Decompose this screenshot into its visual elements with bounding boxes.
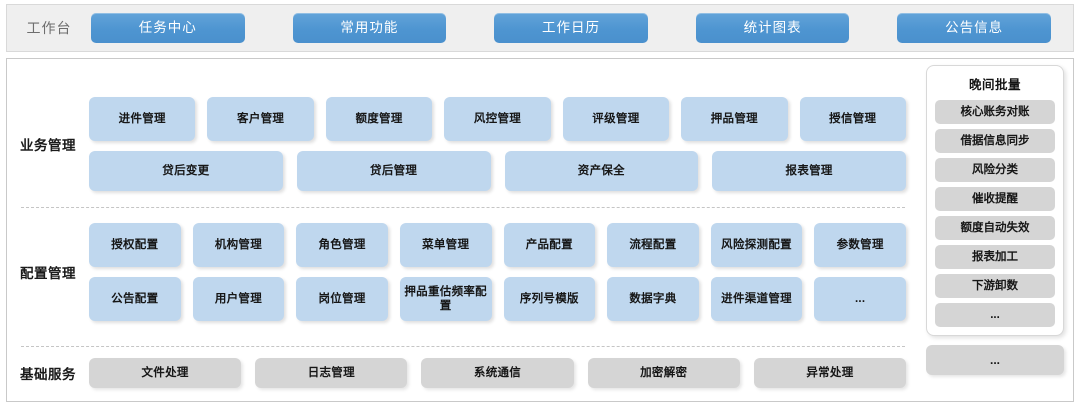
card-report-management[interactable]: 报表管理 [712, 151, 906, 191]
tab-announcements[interactable]: 公告信息 [897, 13, 1051, 43]
card-menu-management[interactable]: 菜单管理 [399, 223, 492, 267]
card-file-processing[interactable]: 文件处理 [89, 358, 242, 388]
card-customer-management[interactable]: 客户管理 [207, 97, 314, 141]
card-log-management[interactable]: 日志管理 [255, 358, 408, 388]
top-navigation-bar: 工作台 任务中心 常用功能 工作日历 统计图表 公告信息 [6, 4, 1074, 52]
batch-item-loan-receipt-info-sync[interactable]: 借据信息同步 [935, 129, 1055, 153]
card-announcement-config[interactable]: 公告配置 [89, 277, 181, 321]
batch-item-report-processing[interactable]: 报表加工 [935, 245, 1055, 269]
batch-item-core-accounting-reconciliation[interactable]: 核心账务对账 [935, 100, 1055, 124]
business-row-2: 贷后变更 贷后管理 资产保全 报表管理 [89, 151, 906, 191]
card-authorization-config[interactable]: 授权配置 [89, 223, 181, 267]
night-batch-column: 晚间批量 核心账务对账 借据信息同步 风险分类 催收提醒 额度自动失效 报表加工… [920, 59, 1073, 401]
card-parameter-management[interactable]: 参数管理 [814, 223, 906, 267]
section-body-business: 进件管理 客户管理 额度管理 风控管理 评级管理 押品管理 授信管理 贷后变更 … [89, 97, 920, 191]
divider-config-basic [21, 346, 905, 347]
card-risk-control-management[interactable]: 风控管理 [444, 97, 551, 141]
card-serial-number-template[interactable]: 序列号模版 [503, 277, 596, 321]
card-role-management[interactable]: 角色管理 [296, 223, 388, 267]
card-organization-management[interactable]: 机构管理 [192, 223, 285, 267]
module-sections-column: 业务管理 进件管理 客户管理 额度管理 风控管理 评级管理 押品管理 授信管理 … [7, 59, 920, 401]
top-tab-list: 任务中心 常用功能 工作日历 统计图表 公告信息 [91, 13, 1073, 43]
section-label-configuration: 配置管理 [20, 266, 76, 281]
card-configuration-more[interactable]: ... [814, 277, 906, 321]
card-user-management[interactable]: 用户管理 [192, 277, 285, 321]
card-encryption-decryption[interactable]: 加密解密 [587, 358, 740, 388]
batch-item-more[interactable]: ... [935, 303, 1055, 327]
card-exception-handling[interactable]: 异常处理 [753, 358, 907, 388]
section-label-basic-services: 基础服务 [20, 367, 76, 382]
night-batch-title: 晚间批量 [968, 78, 1021, 92]
card-basic-services-more[interactable]: ... [926, 345, 1064, 375]
section-business-management: 业务管理 进件管理 客户管理 额度管理 风控管理 评级管理 押品管理 授信管理 … [7, 97, 920, 191]
configuration-row-1: 授权配置 机构管理 角色管理 菜单管理 产品配置 流程配置 风险探测配置 参数管… [89, 223, 906, 267]
batch-item-collection-reminder[interactable]: 催收提醒 [935, 187, 1055, 211]
batch-item-limit-auto-expiry[interactable]: 额度自动失效 [935, 216, 1055, 240]
section-body-basic-services: 文件处理 日志管理 系统通信 加密解密 异常处理 [89, 358, 920, 388]
section-label-business: 业务管理 [20, 138, 76, 153]
configuration-row-2: 公告配置 用户管理 岗位管理 押品重估频率配置 序列号模版 数据字典 进件渠道管… [89, 277, 906, 321]
section-basic-services: 基础服务 文件处理 日志管理 系统通信 加密解密 异常处理 [7, 358, 920, 388]
card-collateral-management[interactable]: 押品管理 [681, 97, 788, 141]
card-system-communication[interactable]: 系统通信 [421, 358, 574, 388]
night-batch-panel: 晚间批量 核心账务对账 借据信息同步 风险分类 催收提醒 额度自动失效 报表加工… [926, 65, 1064, 336]
card-incoming-channel-management[interactable]: 进件渠道管理 [710, 277, 803, 321]
tab-common-functions[interactable]: 常用功能 [292, 13, 447, 43]
card-incoming-management[interactable]: 进件管理 [89, 97, 196, 141]
card-process-config[interactable]: 流程配置 [607, 223, 699, 267]
card-data-dictionary[interactable]: 数据字典 [607, 277, 699, 321]
tab-work-calendar[interactable]: 工作日历 [494, 13, 648, 43]
tab-statistics-chart[interactable]: 统计图表 [695, 13, 850, 43]
business-row-1: 进件管理 客户管理 额度管理 风控管理 评级管理 押品管理 授信管理 [89, 97, 906, 141]
tab-task-center[interactable]: 任务中心 [91, 13, 245, 43]
basic-services-row-1: 文件处理 日志管理 系统通信 加密解密 异常处理 [89, 358, 907, 388]
divider-business-config [21, 207, 905, 208]
batch-item-risk-classification[interactable]: 风险分类 [935, 158, 1055, 182]
section-configuration-management: 配置管理 授权配置 机构管理 角色管理 菜单管理 产品配置 流程配置 风险探测配… [7, 223, 920, 321]
card-post-loan-change[interactable]: 贷后变更 [89, 151, 283, 191]
card-post-loan-management[interactable]: 贷后管理 [296, 151, 491, 191]
section-body-configuration: 授权配置 机构管理 角色管理 菜单管理 产品配置 流程配置 风险探测配置 参数管… [89, 223, 920, 321]
card-product-config[interactable]: 产品配置 [503, 223, 596, 267]
batch-item-downstream-data-unload[interactable]: 下游卸数 [935, 274, 1055, 298]
card-credit-management[interactable]: 授信管理 [799, 97, 906, 141]
card-asset-preservation[interactable]: 资产保全 [504, 151, 699, 191]
card-limit-management[interactable]: 额度管理 [325, 97, 433, 141]
workbench-label: 工作台 [26, 20, 72, 36]
module-map-frame: 业务管理 进件管理 客户管理 额度管理 风控管理 评级管理 押品管理 授信管理 … [6, 58, 1074, 402]
card-risk-detection-config[interactable]: 风险探测配置 [710, 223, 803, 267]
card-rating-management[interactable]: 评级管理 [562, 97, 670, 141]
card-position-management[interactable]: 岗位管理 [296, 277, 388, 321]
card-collateral-revaluation-frequency-config[interactable]: 押品重估频率配置 [399, 277, 492, 321]
